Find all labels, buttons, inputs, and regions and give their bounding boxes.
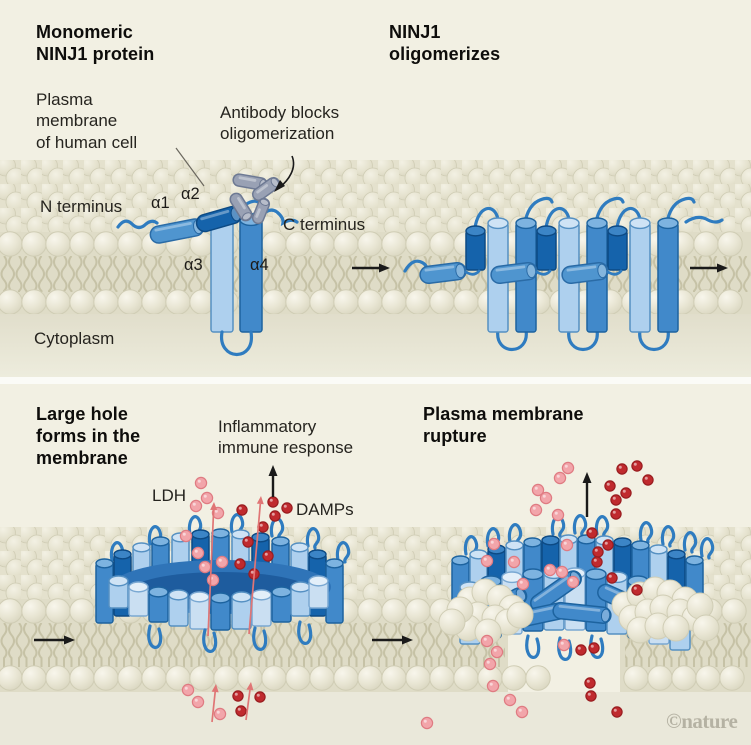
nature-logo: ©nature — [666, 709, 738, 733]
escaping-molecules-left — [179, 476, 293, 723]
label-helix-alpha3: α3 — [184, 256, 203, 274]
antibody — [229, 173, 281, 225]
rupture-release-arrow — [582, 472, 592, 517]
ruptured-membrane-edges — [438, 576, 720, 646]
label-plasma-membrane: Plasma membrane of human cell — [36, 90, 138, 152]
illustration-bottom-panel — [0, 384, 751, 745]
label-n-terminus: N terminus — [40, 197, 123, 216]
illustration-top-panel — [0, 0, 751, 377]
label-helix-alpha4: α4 — [250, 256, 269, 274]
immune-response-arrow — [268, 465, 278, 497]
heading-ninj1-oligomerizes: NINJ1 oligomerizes — [389, 22, 501, 64]
step-arrows-top — [352, 263, 728, 273]
heading-membrane-rupture: Plasma membrane rupture — [423, 404, 584, 446]
escaping-molecules-right — [420, 460, 654, 730]
label-helix-alpha2: α2 — [181, 185, 200, 203]
label-inflammatory-response: Inflammatory immune response — [218, 417, 354, 458]
heading-large-hole: Large hole forms in the membrane — [36, 404, 141, 468]
cytoplasm-region — [0, 314, 751, 377]
label-helix-alpha1: α1 — [151, 194, 170, 212]
label-ldh: LDH — [152, 486, 187, 505]
step-arrows-bottom — [34, 635, 413, 645]
label-cytoplasm: Cytoplasm — [34, 329, 115, 348]
heading-monomeric-ninj1: Monomeric NINJ1 protein — [36, 22, 155, 64]
ninj1-oligomer — [403, 196, 724, 352]
label-damps: DAMPs — [296, 500, 354, 519]
plasma-membrane-bottom — [0, 527, 751, 745]
label-antibody-blocks: Antibody blocks oligomerization — [220, 103, 340, 144]
label-c-terminus: C terminus — [283, 215, 366, 234]
pointer-lines — [175, 147, 295, 192]
